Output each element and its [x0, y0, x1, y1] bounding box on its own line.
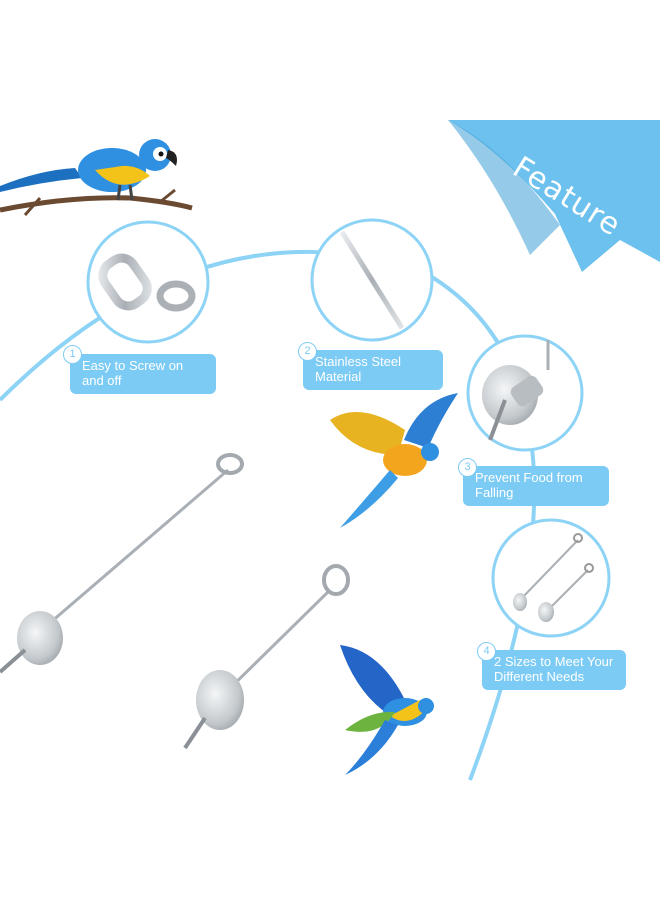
- feature-label-2: Stainless Steel Material: [303, 350, 443, 390]
- two-sizes-closeup-icon: [491, 518, 611, 638]
- macaw-flying-2-icon: [340, 645, 434, 775]
- feature-label-3: Prevent Food from Falling: [463, 466, 609, 506]
- feature-text-1: Easy to Screw on and off: [82, 358, 184, 388]
- feature-text-4: 2 Sizes to Meet Your Different Needs: [494, 654, 614, 684]
- feature-label-4: 2 Sizes to Meet Your Different Needs: [482, 650, 626, 690]
- feature-text-3: Prevent Food from Falling: [475, 470, 583, 500]
- macaw-flying-icon: [330, 393, 458, 528]
- steel-rod-closeup-icon: [310, 218, 434, 342]
- feature-text-2: Stainless Steel Material: [315, 354, 401, 384]
- disc-closeup-icon: [466, 334, 584, 452]
- feature-number-2: 2: [298, 342, 317, 361]
- feature-number-3: 3: [458, 458, 477, 477]
- quick-link-closeup-icon: [86, 220, 210, 344]
- macaw-perched-icon: [0, 139, 193, 216]
- feature-label-1: Easy to Screw on and off: [70, 354, 216, 394]
- arc-line: [0, 249, 537, 781]
- feature-number-4: 4: [477, 642, 496, 661]
- food-skewer-large-icon: [0, 453, 244, 674]
- feature-number-1: 1: [63, 345, 82, 364]
- food-skewer-small-icon: [183, 564, 350, 750]
